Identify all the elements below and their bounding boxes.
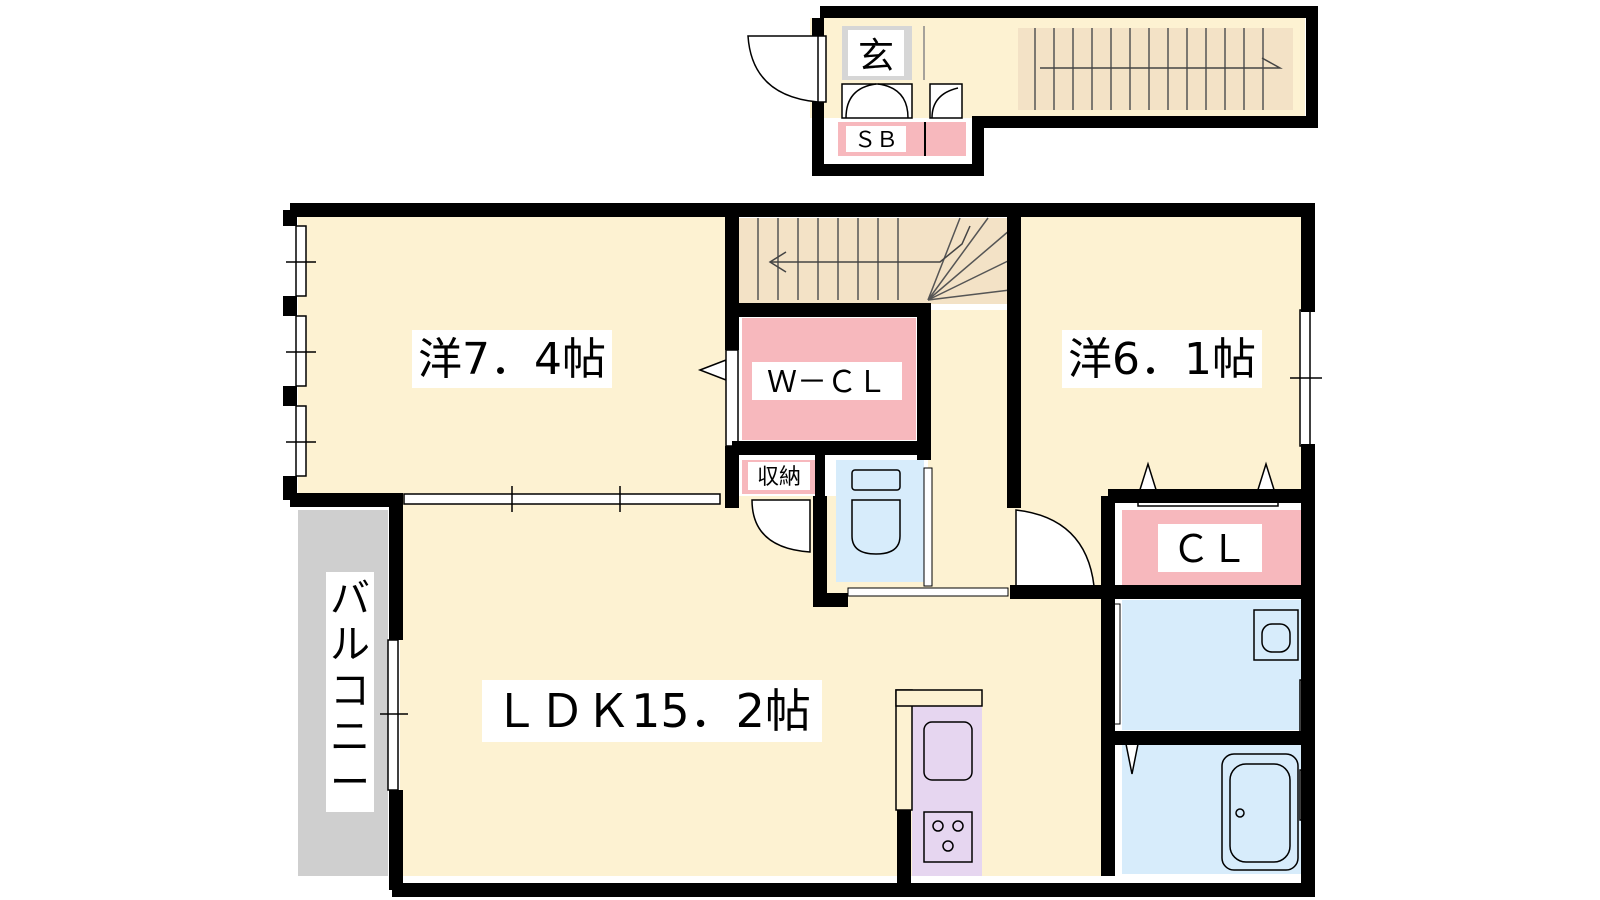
bathtub [1221,753,1299,871]
western-room-a-label: 洋7．4帖 [418,334,606,385]
entrance-door [747,35,819,103]
stove-icon [923,811,973,863]
entrance-walls [812,6,1318,176]
balcony-label-char-3: コ [330,668,370,714]
room-labels: 洋7．4帖 洋6．1帖 Ｗ－ＣＬ 収納 ＣＬ ＬＤＫ15．2帖 バ ル コ ニ … [326,330,1262,812]
upper-stair-treads [1034,28,1264,110]
closet-label: ＣＬ [1172,527,1248,571]
sliding-partition [403,493,721,505]
main-floor [283,203,1322,897]
storage-label: 収納 [757,465,801,490]
entrance-block: 玄 ＳＢ [747,6,1318,176]
lower-stair-treads [757,217,1011,301]
sink-icon [923,721,973,781]
shoe-box-label: ＳＢ [854,128,898,153]
western-room-b-label: 洋6．1帖 [1068,334,1256,385]
balcony-label-char-2: ル [330,622,370,668]
toilet-bowl [851,499,901,555]
lower-stairs-arrow [768,251,787,273]
walk-in-closet-label: Ｗ－ＣＬ [767,365,887,400]
hallway-floor [928,310,1008,586]
balcony-label-char-5: ー [330,760,370,806]
main-walls [283,203,1315,897]
upper-stairs-arrow [1040,57,1283,69]
balcony-label-char-1: バ [330,576,370,622]
shoe-box-doors [841,83,963,119]
upper-stairs [1018,28,1293,110]
ldk-label: ＬＤＫ15．2帖 [493,684,811,738]
entrance-label: 玄 [858,36,894,77]
balcony-label-char-4: ニ [330,714,370,760]
storage-door [751,499,811,553]
toilet-tank [851,469,901,491]
